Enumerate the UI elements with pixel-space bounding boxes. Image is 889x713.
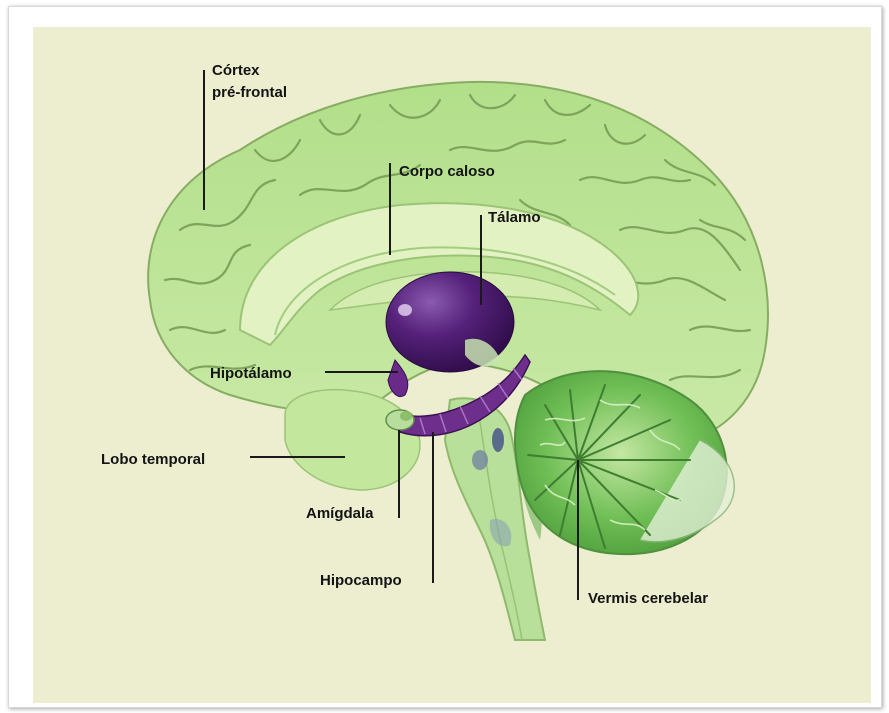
label-talamo: Tálamo (488, 209, 541, 226)
label-hipocampo: Hipocampo (320, 572, 402, 589)
label-amigdala: Amígdala (306, 505, 374, 522)
label-corpo-caloso: Corpo caloso (399, 163, 495, 180)
label-hipotalamo: Hipotálamo (210, 365, 292, 382)
label-lobo-temporal: Lobo temporal (101, 451, 205, 468)
cerebrum (148, 82, 768, 442)
label-vermis: Vermis cerebelar (588, 590, 708, 607)
label-cortex-line2: pré-frontal (212, 84, 287, 101)
label-cortex-line1: Córtex (212, 62, 260, 79)
